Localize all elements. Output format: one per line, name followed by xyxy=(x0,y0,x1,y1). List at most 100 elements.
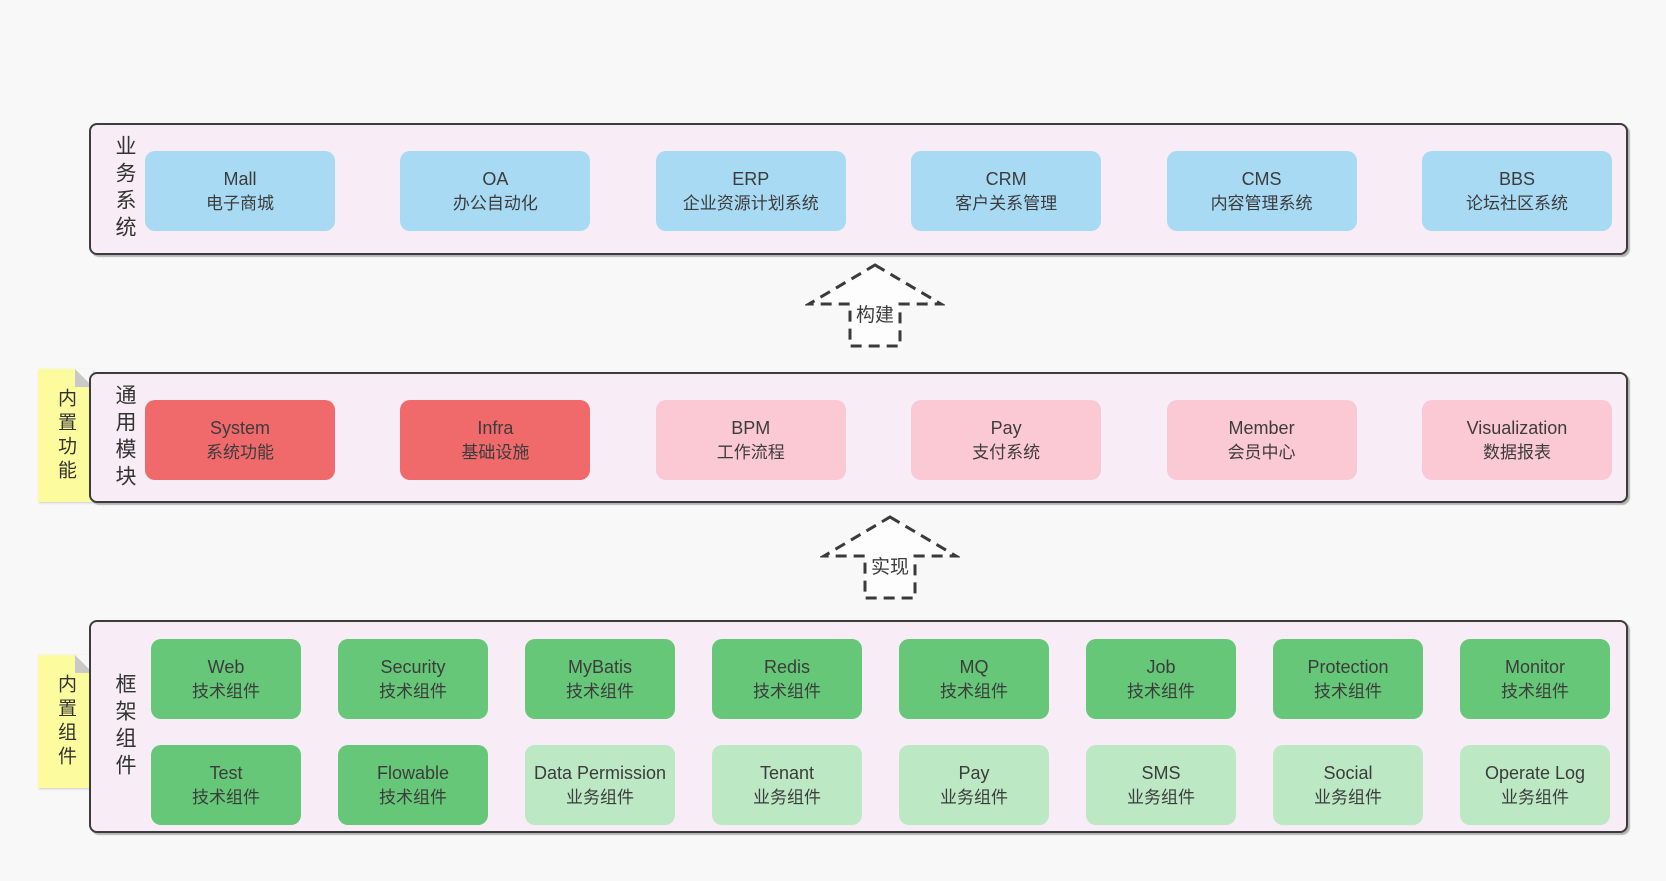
box-data-permission: Data Permission 业务组件 xyxy=(525,745,675,825)
common-modules-panel: 通用模块 System 系统功能 Infra 基础设施 BPM 工作流程 Pay… xyxy=(89,372,1628,503)
box-subtitle: 基础设施 xyxy=(461,442,530,462)
box-title: SMS xyxy=(1141,762,1181,783)
box-system: System 系统功能 xyxy=(145,400,335,480)
box-subtitle: 电子商城 xyxy=(206,193,274,213)
build-arrow-label: 构建 xyxy=(852,300,898,327)
box-cms: CMS 内容管理系统 xyxy=(1166,151,1357,231)
box-subtitle: 技术组件 xyxy=(1127,681,1195,701)
box-subtitle: 技术组件 xyxy=(379,787,447,807)
box-subtitle: 技术组件 xyxy=(192,787,260,807)
box-subtitle: 办公自动化 xyxy=(452,193,538,213)
box-mybatis: MyBatis 技术组件 xyxy=(525,639,675,719)
box-visualization: Visualization 数据报表 xyxy=(1421,400,1612,480)
box-flowable: Flowable 技术组件 xyxy=(338,745,488,825)
box-title: Flowable xyxy=(376,762,450,783)
box-subtitle: 业务组件 xyxy=(1314,787,1382,807)
box-subtitle: 技术组件 xyxy=(1501,681,1569,701)
box-infra: Infra 基础设施 xyxy=(400,400,591,480)
box-job: Job 技术组件 xyxy=(1086,639,1236,719)
builtin-components-note-label: 内置组件 xyxy=(55,673,76,770)
box-subtitle: 业务组件 xyxy=(1127,787,1195,807)
box-subtitle: 数据报表 xyxy=(1482,442,1551,462)
box-mall: Mall 电子商城 xyxy=(145,151,335,231)
box-web: Web 技术组件 xyxy=(151,639,301,719)
box-subtitle: 企业资源计划系统 xyxy=(682,193,819,213)
box-crm: CRM 客户关系管理 xyxy=(911,151,1102,231)
common-modules-row: System 系统功能 Infra 基础设施 BPM 工作流程 Pay 支付系统… xyxy=(145,400,1612,480)
box-title: Redis xyxy=(763,656,811,677)
box-tenant: Tenant 业务组件 xyxy=(712,745,862,825)
box-title: Web xyxy=(207,656,245,677)
box-oa: OA 办公自动化 xyxy=(400,151,591,231)
box-subtitle: 技术组件 xyxy=(753,681,821,701)
box-title: System xyxy=(209,417,270,438)
box-subtitle: 工作流程 xyxy=(716,442,785,462)
box-title: Pay xyxy=(958,762,990,783)
box-subtitle: 技术组件 xyxy=(1314,681,1382,701)
box-title: Member xyxy=(1228,417,1295,438)
box-title: BBS xyxy=(1498,168,1535,189)
box-title: Visualization xyxy=(1466,417,1568,438)
box-subtitle: 技术组件 xyxy=(940,681,1008,701)
box-mq: MQ 技术组件 xyxy=(899,639,1049,719)
business-systems-row: Mall 电子商城 OA 办公自动化 ERP 企业资源计划系统 CRM 客户关系… xyxy=(145,151,1612,231)
builtin-features-note: 内置功能 xyxy=(38,369,93,502)
box-title: CRM xyxy=(985,168,1027,189)
box-bbs: BBS 论坛社区系统 xyxy=(1421,151,1612,231)
box-subtitle: 技术组件 xyxy=(379,681,447,701)
box-protection: Protection 技术组件 xyxy=(1273,639,1423,719)
builtin-components-note: 内置组件 xyxy=(38,655,93,788)
framework-components-row-1: Web 技术组件 Security 技术组件 MyBatis 技术组件 Redi… xyxy=(151,639,1610,719)
box-title: Test xyxy=(209,762,243,783)
framework-components-panel: 框架组件 Web 技术组件 Security 技术组件 MyBatis 技术组件… xyxy=(89,620,1628,833)
box-bpm: BPM 工作流程 xyxy=(655,400,846,480)
business-systems-label: 业务系统 xyxy=(113,135,136,243)
implement-arrow-label: 实现 xyxy=(867,552,913,579)
box-title: Operate Log xyxy=(1484,762,1586,783)
box-title: Data Permission xyxy=(533,762,667,783)
framework-components-label: 框架组件 xyxy=(113,672,136,781)
box-title: CMS xyxy=(1241,168,1282,189)
box-title: Protection xyxy=(1307,656,1389,677)
box-title: Social xyxy=(1323,762,1373,783)
box-subtitle: 论坛社区系统 xyxy=(1465,193,1568,213)
implement-arrow: 实现 xyxy=(820,514,960,601)
box-subtitle: 业务组件 xyxy=(1501,787,1569,807)
framework-components-row-2: Test 技术组件 Flowable 技术组件 Data Permission … xyxy=(151,745,1610,825)
box-subtitle: 业务组件 xyxy=(753,787,821,807)
box-subtitle: 技术组件 xyxy=(566,681,634,701)
box-test: Test 技术组件 xyxy=(151,745,301,825)
box-redis: Redis 技术组件 xyxy=(712,639,862,719)
box-title: MyBatis xyxy=(567,656,632,677)
box-erp: ERP 企业资源计划系统 xyxy=(655,151,846,231)
box-subtitle: 会员中心 xyxy=(1227,442,1296,462)
box-subtitle: 内容管理系统 xyxy=(1210,193,1313,213)
box-title: ERP xyxy=(732,168,770,189)
box-member: Member 会员中心 xyxy=(1166,400,1357,480)
box-title: BPM xyxy=(731,417,771,438)
box-operate-log: Operate Log 业务组件 xyxy=(1460,745,1610,825)
box-sms: SMS 业务组件 xyxy=(1086,745,1236,825)
box-subtitle: 支付系统 xyxy=(972,442,1041,462)
box-subtitle: 业务组件 xyxy=(566,787,634,807)
box-pay-component: Pay 业务组件 xyxy=(899,745,1049,825)
box-subtitle: 业务组件 xyxy=(940,787,1008,807)
box-title: Job xyxy=(1146,656,1176,677)
box-subtitle: 客户关系管理 xyxy=(955,193,1058,213)
box-title: OA xyxy=(482,168,509,189)
box-title: Mall xyxy=(223,168,257,189)
common-modules-label: 通用模块 xyxy=(113,383,136,492)
box-title: Security xyxy=(380,656,446,677)
box-subtitle: 技术组件 xyxy=(192,681,260,701)
box-title: Monitor xyxy=(1504,656,1566,677)
box-monitor: Monitor 技术组件 xyxy=(1460,639,1610,719)
box-pay-module: Pay 支付系统 xyxy=(911,400,1102,480)
business-systems-panel: 业务系统 Mall 电子商城 OA 办公自动化 ERP 企业资源计划系统 CRM… xyxy=(89,123,1628,255)
box-title: MQ xyxy=(959,656,989,677)
box-title: Pay xyxy=(990,417,1022,438)
box-security: Security 技术组件 xyxy=(338,639,488,719)
box-title: Tenant xyxy=(759,762,815,783)
box-title: Infra xyxy=(477,417,514,438)
build-arrow: 构建 xyxy=(805,262,945,349)
